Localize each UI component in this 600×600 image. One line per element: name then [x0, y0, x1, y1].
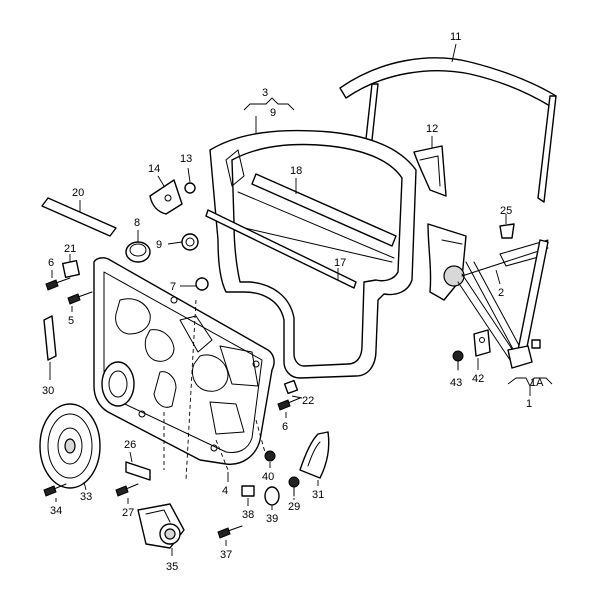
bracket-part-26: [125, 451, 151, 481]
callout-9: 9: [156, 239, 162, 251]
callout-5: 5: [68, 315, 74, 327]
speaker-part-33: [39, 403, 101, 491]
handle-cover-part-31: [299, 431, 330, 486]
window-seal-strip-part-17: [205, 209, 357, 289]
round-plug-part-8: [125, 230, 151, 263]
bracket-part-14: [149, 175, 183, 215]
door-module-carrier-part-4: [93, 257, 275, 482]
guide-rail-part-18: [235, 173, 397, 263]
callout-6-left: 6: [48, 257, 54, 269]
callout-4: 4: [222, 485, 228, 497]
screw-part-34: [43, 483, 67, 502]
clip-part-40: [264, 450, 276, 468]
window-motor-part-35: [137, 503, 185, 556]
callout-3: 3: [262, 87, 268, 99]
callout-18: 18: [290, 165, 302, 177]
callout-43: 43: [450, 377, 462, 389]
clip-part-7: [180, 277, 209, 291]
callout-33: 33: [80, 491, 92, 503]
callout-22: 22: [302, 395, 314, 407]
callout-38: 38: [242, 509, 254, 521]
callout-27: 27: [122, 507, 134, 519]
callout-29: 29: [288, 501, 300, 513]
grommet-part-9: [167, 233, 199, 251]
callout-17: 17: [334, 257, 346, 269]
callout-39: 39: [266, 513, 278, 525]
cap-part-39: [264, 486, 280, 510]
callout-6-right: 6: [282, 421, 288, 433]
callout-9-top: 9: [270, 107, 276, 119]
door-window-frame-part-3: [209, 97, 417, 379]
callout-34: 34: [50, 505, 62, 517]
callout-31: 31: [312, 489, 324, 501]
screw-part-43: [452, 350, 464, 371]
clip-part-13: [184, 167, 196, 194]
mirror-triangle-cover-part-12: [413, 136, 447, 197]
callout-37: 37: [220, 549, 232, 561]
screw-part-27: [115, 483, 139, 504]
callout-20: 20: [72, 187, 84, 199]
callout-42: 42: [472, 373, 484, 385]
block-part-38: [241, 485, 255, 506]
callout-12: 12: [426, 123, 438, 135]
clip-part-21: [61, 254, 81, 279]
callout-11: 11: [450, 31, 461, 43]
callout-13: 13: [180, 153, 192, 165]
screw-part-29: [288, 476, 300, 500]
callout-7: 7: [170, 281, 176, 293]
callout-14: 14: [148, 163, 160, 175]
callout-26: 26: [124, 439, 136, 451]
plate-part-1a: [531, 339, 541, 349]
clip-part-22: [283, 379, 303, 399]
screw-part-5: [67, 291, 93, 312]
callout-35: 35: [166, 561, 178, 573]
screw-part-37: [217, 525, 243, 546]
callout-21: 21: [64, 243, 76, 255]
clip-part-25: [499, 214, 515, 239]
callout-2: 2: [498, 287, 504, 299]
trim-strip-part-20: [41, 197, 117, 237]
callout-8: 8: [134, 217, 140, 229]
callout-bracket-1: [507, 377, 553, 396]
screw-part-6-right: [277, 397, 301, 418]
screw-part-6-left: [45, 270, 71, 291]
bracket-part-42: [473, 329, 491, 370]
callout-1a: 1A: [530, 377, 544, 389]
callout-30: 30: [42, 385, 54, 397]
callout-25: 25: [500, 205, 512, 217]
window-regulator-part-1: [427, 223, 549, 369]
callout-40: 40: [262, 471, 274, 483]
trim-piece-part-30: [43, 315, 57, 380]
callout-1: 1: [526, 398, 532, 410]
